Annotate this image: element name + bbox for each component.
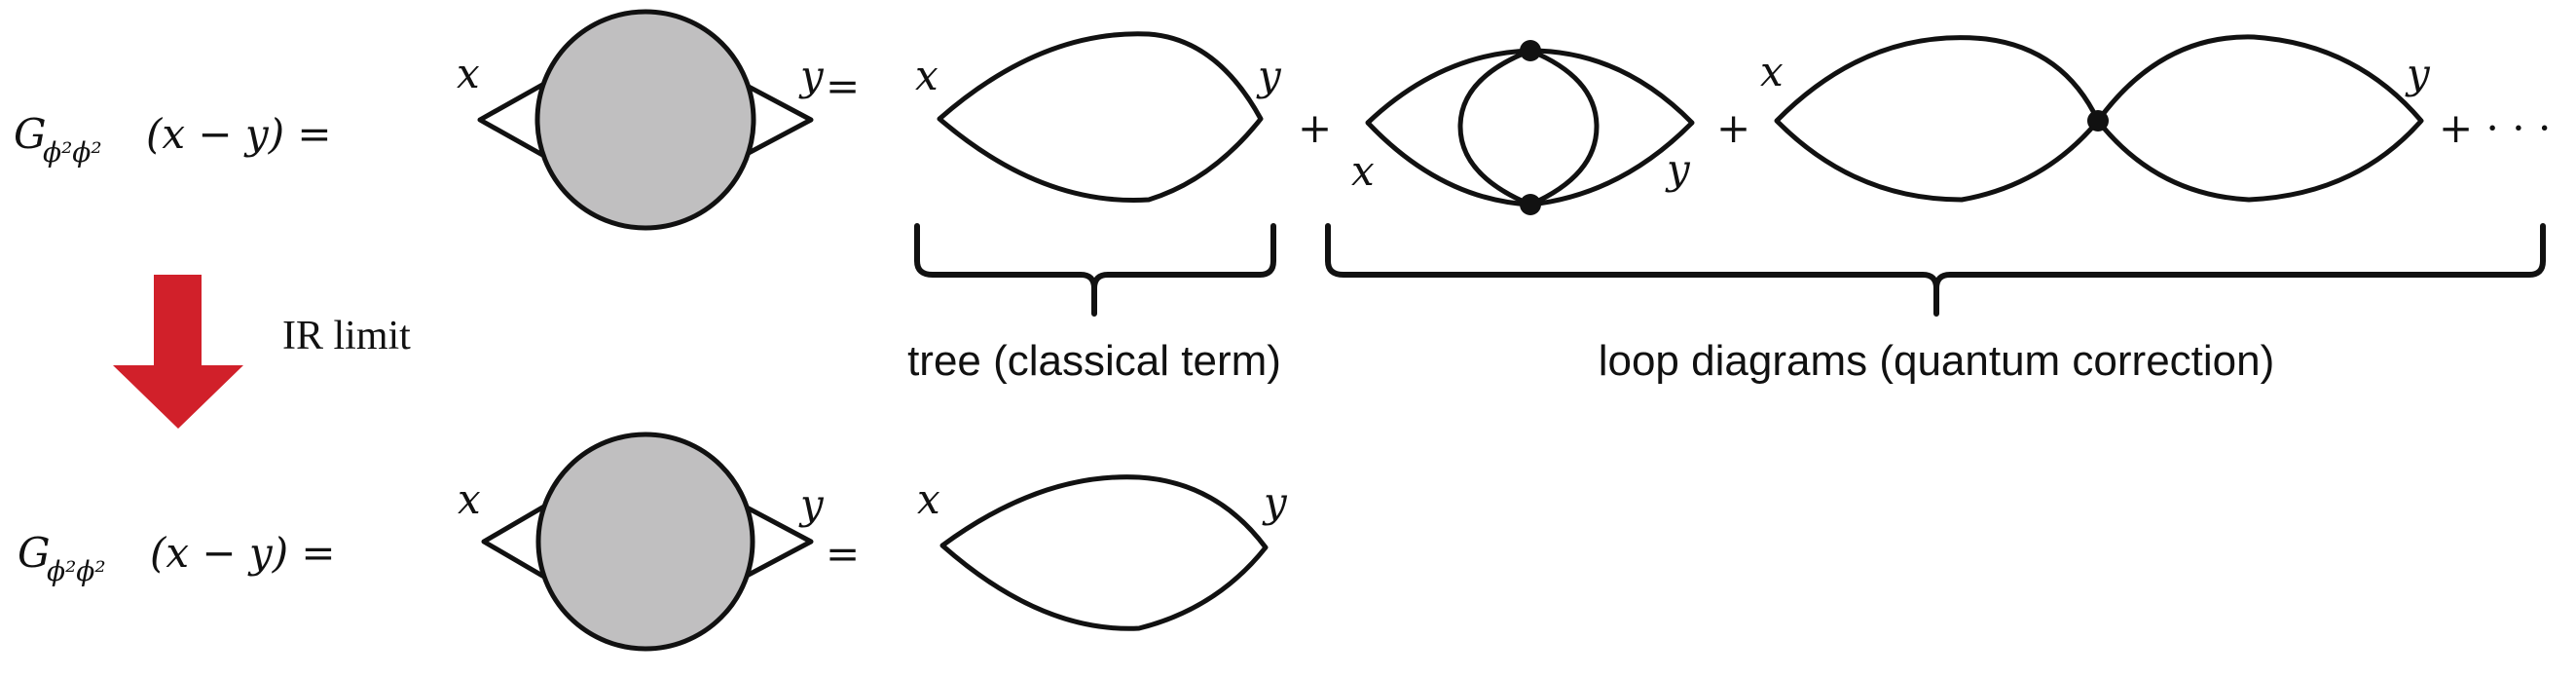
equals-sign: = <box>826 62 860 110</box>
blob-diagram-bottom: x y <box>458 432 825 652</box>
label-x: x <box>458 475 481 523</box>
label-y: y <box>1262 478 1288 526</box>
vertex-dot <box>1520 40 1541 61</box>
label-x: x <box>457 50 480 97</box>
correlator-subscript: ϕ²ϕ² <box>47 555 106 587</box>
tree-diagram: x y <box>915 31 1282 203</box>
brace-loop: loop diagrams (quantum correction) <box>1325 223 2546 385</box>
correlator-symbol: G <box>14 110 47 158</box>
blob-diagram-top: x y <box>457 9 825 231</box>
inner-right-arc <box>1527 48 1600 207</box>
correlator-subscript: ϕ²ϕ² <box>43 136 102 169</box>
ir-limit-arrow: IR limit <box>113 275 411 429</box>
equals-sign: = <box>826 530 860 578</box>
label-x: x <box>917 475 940 523</box>
label-y: y <box>1256 52 1282 99</box>
label-y: y <box>1665 145 1691 193</box>
vertex-dot <box>2087 110 2109 132</box>
plus-sign: + <box>1716 104 1750 152</box>
vertex-dot <box>1520 194 1541 215</box>
blob-legs <box>477 58 814 181</box>
blob-legs <box>481 480 814 603</box>
loop-diagram-two-vertex: x y <box>1351 40 1695 215</box>
blob-circle <box>534 9 756 231</box>
loop-diagram-one-vertex: x y <box>1760 34 2431 203</box>
correlator-symbol: G <box>18 529 51 577</box>
label-y: y <box>2405 50 2431 97</box>
outer-loop <box>1365 48 1695 207</box>
correlator-argument: (x − y) = <box>146 110 332 158</box>
label-x: x <box>915 52 938 99</box>
label-y: y <box>798 480 825 528</box>
down-arrow-icon <box>113 275 243 429</box>
brace-shape <box>914 223 1276 317</box>
label-x: x <box>1760 48 1784 95</box>
plus-sign: + <box>1298 104 1332 152</box>
correlator-label-bottom: G ϕ²ϕ² (x − y) = <box>18 529 336 587</box>
tree-diagram-bottom: x y <box>917 474 1288 631</box>
label-y: y <box>798 52 825 99</box>
left-lobe <box>1774 35 2101 203</box>
brace-label-tree: tree (classical term) <box>907 337 1281 385</box>
row-full-correlator: G ϕ²ϕ² (x − y) = x y = x y + x y <box>14 9 2551 231</box>
ellipsis: + · · · <box>2439 104 2551 152</box>
blob-circle <box>535 432 755 652</box>
correlator-argument: (x − y) = <box>150 529 336 577</box>
tree-loop <box>939 474 1269 631</box>
brace-tree: tree (classical term) <box>907 223 1281 385</box>
brace-label-loop: loop diagrams (quantum correction) <box>1599 337 2275 385</box>
row-ir-limit: G ϕ²ϕ² (x − y) = x y = x y <box>18 432 1288 652</box>
correlator-label-top: G ϕ²ϕ² (x − y) = <box>14 110 332 169</box>
brace-shape <box>1325 223 2546 317</box>
inner-left-arc <box>1457 48 1533 207</box>
tree-loop <box>937 31 1264 203</box>
ir-limit-label: IR limit <box>282 314 411 358</box>
right-lobe <box>2095 34 2424 203</box>
label-x: x <box>1351 147 1375 195</box>
